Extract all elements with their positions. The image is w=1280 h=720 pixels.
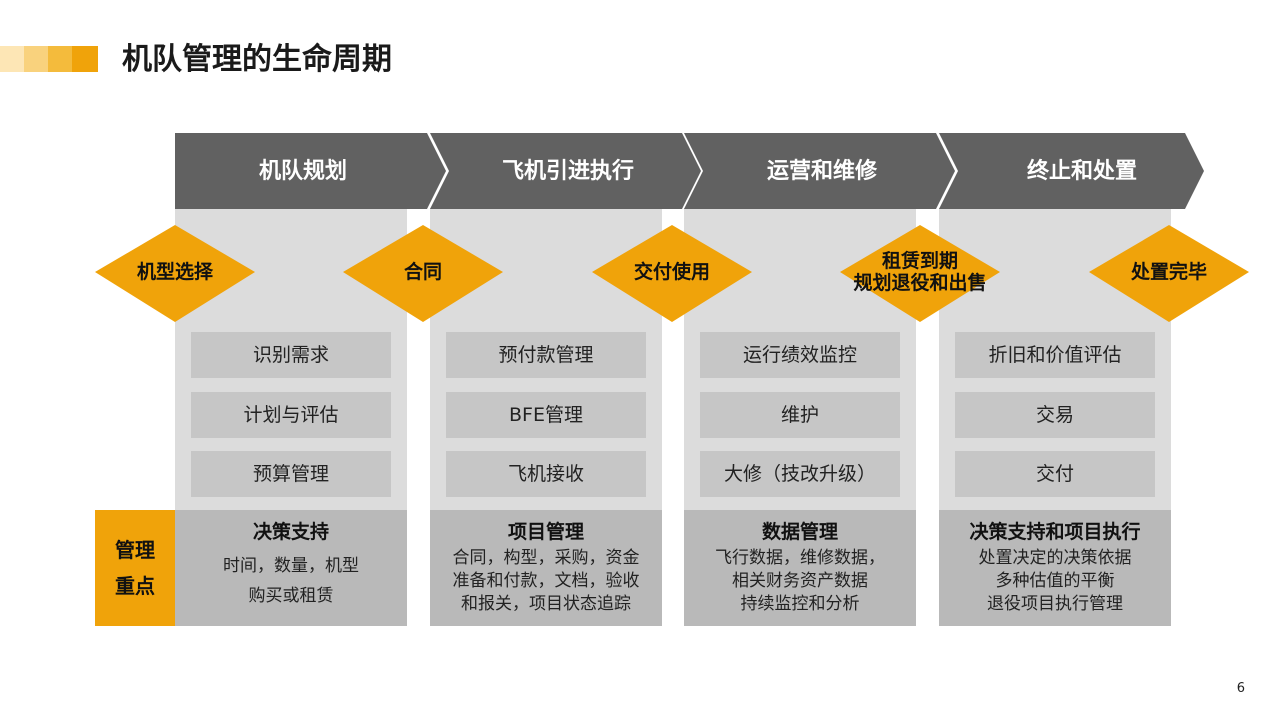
focus-line: 退役项目执行管理 [987, 594, 1123, 614]
focus-line: 准备和付款，文档，验收 [452, 571, 640, 591]
decor-block-2 [24, 46, 48, 72]
phase-header-label-3: 运营和维修 [766, 159, 877, 184]
activity-item: 大修（技改升级） [700, 451, 900, 497]
focus-line: 时间，数量，机型 [223, 556, 359, 576]
focus-description: 合同，构型，采购，资金 准备和付款，文档，验收 和报关，项目状态追踪 [430, 547, 662, 616]
activity-item: 飞机接收 [446, 451, 646, 497]
milestone-label-1-line-1: 机型选择 [136, 261, 213, 283]
page-title: 机队管理的生命周期 [122, 42, 392, 77]
activity-item: 维护 [700, 392, 900, 438]
focus-box-1: 决策支持 时间，数量，机型 购买或租赁 [175, 510, 407, 626]
focus-line: 购买或租赁 [248, 586, 334, 606]
activity-item: 运行绩效监控 [700, 332, 900, 378]
focus-line: 相关财务资产数据 [732, 571, 868, 591]
focus-box-2: 项目管理 合同，构型，采购，资金 准备和付款，文档，验收 和报关，项目状态追踪 [430, 510, 662, 626]
decor-block-4 [72, 46, 98, 72]
decor-block-3 [48, 46, 72, 72]
activity-item: 计划与评估 [191, 392, 391, 438]
focus-line: 合同，构型，采购，资金 [452, 548, 640, 568]
focus-title: 数据管理 [761, 521, 838, 543]
activity-item: BFE管理 [446, 392, 646, 438]
activity-item: 识别需求 [191, 332, 391, 378]
focus-title: 决策支持和项目执行 [969, 521, 1141, 543]
milestone-label-3: 交付使用 [602, 252, 742, 292]
phase-header-label-1: 机队规划 [258, 159, 347, 184]
focus-title: 决策支持 [252, 521, 329, 543]
focus-description: 时间，数量，机型 购买或租赁 [175, 551, 407, 611]
focus-line: 多种估值的平衡 [995, 571, 1115, 591]
page-number: 6 [1236, 681, 1245, 696]
management-focus-label-line-1: 管理 [115, 538, 155, 562]
activity-item: 交易 [955, 392, 1155, 438]
management-focus-label-line-2: 重点 [115, 574, 155, 598]
milestone-label-4: 租赁到期 规划退役和出售 [830, 248, 1010, 296]
focus-line: 飞行数据，维修数据， [715, 548, 885, 568]
activity-item: 交付 [955, 451, 1155, 497]
phase-header-label-4: 终止和处置 [1026, 159, 1137, 184]
milestone-label-4-line-2: 规划退役和出售 [853, 272, 987, 294]
milestone-label-5: 处置完毕 [1099, 252, 1239, 292]
phase-header-label-2: 飞机引进执行 [501, 159, 634, 184]
focus-description: 飞行数据，维修数据， 相关财务资产数据 持续监控和分析 [684, 547, 916, 616]
focus-line: 处置决定的决策依据 [978, 548, 1132, 568]
milestone-label-1: 机型选择 [105, 252, 245, 292]
focus-line: 和报关，项目状态追踪 [461, 594, 631, 614]
focus-box-4: 决策支持和项目执行 处置决定的决策依据 多种估值的平衡 退役项目执行管理 [939, 510, 1171, 626]
management-focus-label: 管理 重点 [95, 510, 175, 626]
focus-box-3: 数据管理 飞行数据，维修数据， 相关财务资产数据 持续监控和分析 [684, 510, 916, 626]
activity-item: 折旧和价值评估 [955, 332, 1155, 378]
activity-item: 预算管理 [191, 451, 391, 497]
milestone-label-3-line-1: 交付使用 [633, 261, 710, 283]
milestone-label-4-line-1: 租赁到期 [881, 250, 958, 272]
focus-title: 项目管理 [507, 521, 584, 543]
focus-line: 持续监控和分析 [740, 594, 860, 614]
activity-item: 预付款管理 [446, 332, 646, 378]
focus-description: 处置决定的决策依据 多种估值的平衡 退役项目执行管理 [939, 547, 1171, 616]
milestone-label-2: 合同 [353, 252, 493, 292]
decor-block-1 [0, 46, 24, 72]
milestone-label-5-line-1: 处置完毕 [1130, 261, 1207, 283]
milestone-label-2-line-1: 合同 [403, 261, 442, 283]
